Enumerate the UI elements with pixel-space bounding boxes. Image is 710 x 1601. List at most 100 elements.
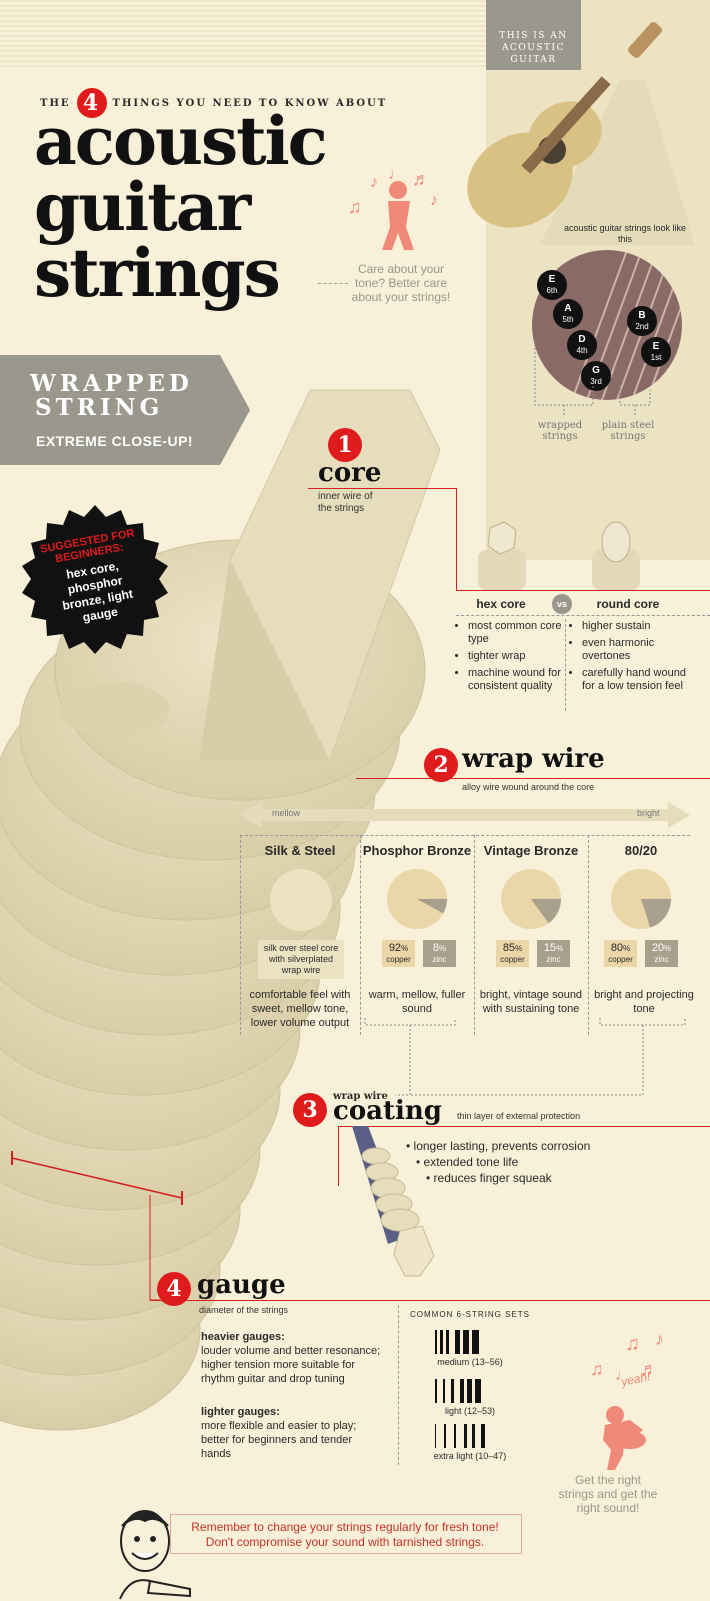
set-light: light (12–53) <box>444 1406 496 1416</box>
title-line-2: guitar <box>34 168 251 246</box>
phosphor-bronze-pie <box>387 869 447 929</box>
svg-text:♫: ♫ <box>348 197 362 217</box>
wrap-grid-top <box>240 835 690 836</box>
guitarist-icon: ♫ ♪ ♫ ♩ ♬ <box>590 1329 664 1470</box>
pct-sign: % <box>623 944 631 953</box>
silk-steel-disc <box>270 869 332 931</box>
svg-text:♫: ♫ <box>590 1359 604 1379</box>
wrapped-banner <box>0 355 250 465</box>
extreme-closeup: EXTREME CLOSE-UP! <box>36 433 194 449</box>
coating-kicker: wrap wire <box>333 1091 388 1102</box>
vintage-bronze-title: Vintage Bronze <box>483 843 579 858</box>
footer-line-1: Remember to change your strings regularl… <box>191 1520 499 1534</box>
coating-point: • longer lasting, prevents corrosion <box>406 1139 591 1153</box>
gauge-light: lighter gauges: more flexible and easier… <box>201 1405 381 1461</box>
core-divider-v <box>565 619 566 711</box>
coating-line-v <box>338 1126 339 1186</box>
eighty-twenty-desc: bright and projecting tone <box>594 989 694 1015</box>
pct-sign: % <box>664 944 672 953</box>
svg-text:♬: ♬ <box>412 169 430 189</box>
round-point: even harmonic overtones <box>582 637 697 663</box>
core-title: core <box>318 458 382 488</box>
copper-label: copper <box>608 955 633 964</box>
svg-text:♩: ♩ <box>615 1367 631 1384</box>
coated-string-illustration <box>352 1126 435 1277</box>
silk-steel-title: Silk & Steel <box>264 843 336 858</box>
string-brackets <box>534 340 651 417</box>
kicker-the: THE <box>40 97 71 109</box>
svg-text:♬: ♬ <box>640 1359 658 1379</box>
gauge-line <box>150 1300 710 1301</box>
svg-text:♪: ♪ <box>370 174 378 191</box>
zinc-label: zinc <box>546 955 561 964</box>
eighty-copper-box: 80%copper <box>604 940 637 967</box>
zinc-label: zinc <box>654 955 669 964</box>
core-divider <box>456 615 710 616</box>
eighty-zinc: 20 <box>651 942 665 954</box>
svg-text:♪: ♪ <box>430 192 438 209</box>
eighty-twenty-pie <box>611 869 671 929</box>
eighty-zinc-box: 20% zinc <box>645 940 678 967</box>
footer-message: Remember to change your strings regularl… <box>170 1520 520 1550</box>
vintage-copper-box: 85%copper <box>496 940 529 967</box>
vs-badge: vs <box>552 594 572 614</box>
title-line-3: strings <box>34 234 281 312</box>
wrap-line <box>356 778 710 779</box>
gauge-divider <box>398 1305 399 1465</box>
svg-text:♪: ♪ <box>655 1329 664 1349</box>
coating-point-text: longer lasting, prevents corrosion <box>413 1139 591 1153</box>
phosphor-copper-box: 92%copper <box>382 940 415 967</box>
pct-sign: % <box>439 944 447 953</box>
coating-title: coating <box>333 1096 442 1126</box>
set-extra-light: extra light (10–47) <box>433 1451 507 1461</box>
gauge-title: gauge <box>197 1270 286 1300</box>
coating-number: 3 <box>293 1093 327 1127</box>
scale-bright: bright <box>637 808 660 818</box>
hex-point: tighter wrap <box>468 650 573 663</box>
vintage-bronze-pie <box>501 869 561 929</box>
hex-point: most common core type <box>468 620 573 646</box>
round-point: carefully hand wound for a low tension f… <box>582 667 697 693</box>
acoustic-guitar-icon <box>467 22 695 245</box>
vintage-copper: 85 <box>502 942 516 954</box>
round-core-points: higher sustain even harmonic overtones c… <box>570 620 697 693</box>
scale-mellow: mellow <box>272 808 301 818</box>
guitar-tag: THIS IS AN ACOUSTIC GUITAR <box>486 0 581 70</box>
kicker-rest: THINGS YOU NEED TO KNOW ABOUT <box>112 97 388 109</box>
label-plain-strings: plain steel strings <box>601 420 655 442</box>
kicker-number: 4 <box>76 88 107 118</box>
hex-core-points: most common core type tighter wrap machi… <box>456 620 573 693</box>
phosphor-copper: 92 <box>388 942 402 954</box>
wrap-connectors <box>364 1018 686 1096</box>
gauge-sub: diameter of the strings <box>199 1305 289 1315</box>
gauge-bars-extra-light <box>435 1424 488 1448</box>
coating-line <box>338 1126 710 1127</box>
wrap-title: wrap wire <box>462 744 605 774</box>
title-kicker: THE 4 THINGS YOU NEED TO KNOW ABOUT <box>40 88 387 118</box>
silk-steel-desc: comfortable feel with sweet, mellow tone… <box>249 989 351 1029</box>
guitar-caption: acoustic guitar strings look like this <box>563 223 687 244</box>
wrap-grid-v3 <box>588 835 589 1035</box>
hex-point: machine wound for consistent quality <box>468 667 573 693</box>
core-compare-header: hex core vs round core <box>456 594 702 614</box>
care-text: Care about your tone? Better care about … <box>351 262 451 304</box>
vintage-zinc-box: 15%zinc <box>537 940 570 967</box>
zinc-label: zinc <box>432 955 447 964</box>
light-text: more flexible and easier to play; better… <box>201 1420 357 1460</box>
vintage-zinc: 15 <box>543 942 557 954</box>
beginner-badge <box>22 505 168 654</box>
tone-scale-arrow <box>240 802 690 828</box>
light-title: lighter gauges: <box>201 1406 280 1418</box>
wrap-grid-v0 <box>240 835 241 1035</box>
coating-point: • extended tone life <box>416 1155 519 1169</box>
phosphor-bronze-desc: warm, mellow, fuller sound <box>368 989 466 1015</box>
svg-text:♫: ♫ <box>625 1333 640 1355</box>
wrap-grid-v2 <box>474 835 475 1035</box>
wrap-sub: alloy wire wound around the core <box>462 782 595 792</box>
wrap-number: 2 <box>424 748 458 782</box>
coating-point: • reduces finger squeak <box>426 1171 552 1185</box>
care-leader <box>318 283 348 284</box>
